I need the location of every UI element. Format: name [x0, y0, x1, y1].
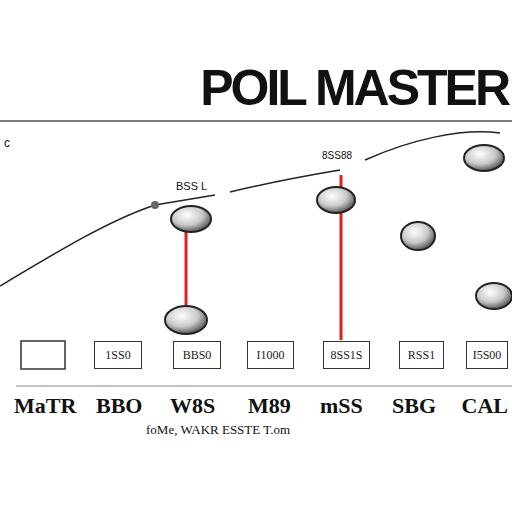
box-value: RSS1: [408, 348, 435, 363]
box-value: BBS0: [183, 348, 212, 363]
box-value: 8SS1S: [330, 348, 362, 363]
knob-label: 8SS88: [322, 150, 352, 161]
channel-label: mSS: [320, 393, 363, 419]
box-value: 1SS0: [105, 348, 130, 363]
box-value: I1000: [257, 348, 285, 363]
footer-note: foMe, WAKR ESSTE T.om: [146, 422, 290, 438]
value-box: I1000: [247, 341, 294, 369]
channel-label: CAL: [462, 393, 508, 419]
channel-label: W8S: [170, 393, 215, 419]
value-box: RSS1: [399, 341, 444, 369]
channel-label: MaTR: [14, 393, 76, 419]
edge-label: c: [4, 136, 10, 150]
channel-label: SBG: [392, 393, 436, 419]
value-box: I5S00: [466, 341, 508, 369]
value-box: 1SS0: [94, 341, 142, 369]
channel-label: M89: [248, 393, 291, 419]
knob-label: BSS L: [176, 180, 207, 192]
diagram-title: POIL MASTER: [200, 60, 508, 116]
value-box: 8SS1S: [323, 341, 370, 369]
value-box: BBS0: [173, 341, 221, 369]
channel-label: BBO: [96, 393, 142, 419]
box-value: I5S00: [473, 348, 502, 363]
